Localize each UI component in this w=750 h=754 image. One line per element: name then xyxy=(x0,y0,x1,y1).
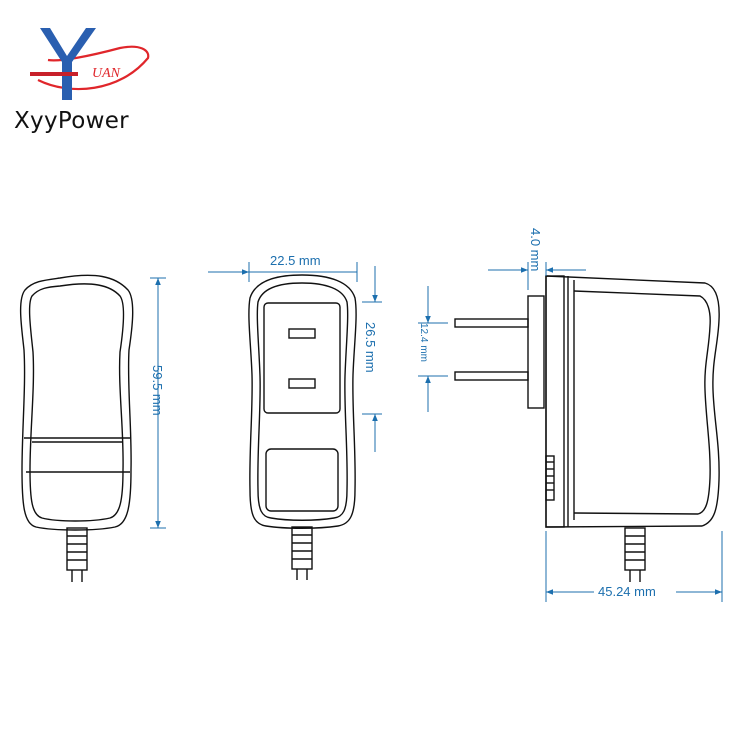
logo-swoosh xyxy=(37,45,150,91)
back-cable-strain-relief xyxy=(66,527,88,571)
dimension-label-height: 59.5 mm xyxy=(150,365,165,416)
back-body-outer xyxy=(19,274,134,531)
dimension-label-pin-region: 26.5 mm xyxy=(363,322,378,373)
front-body-outer xyxy=(248,274,357,529)
dimension-width: 22.5 mm xyxy=(208,253,358,282)
side-pin-bottom xyxy=(454,371,529,381)
front-pin-slot-bottom xyxy=(288,378,316,389)
side-view xyxy=(454,275,720,582)
dimension-label-pin-thickness: 4.0 mm xyxy=(528,228,543,271)
dimension-height: 59.5 mm xyxy=(150,277,166,529)
logo-red-bar xyxy=(30,72,78,76)
dimension-pin-thickness: 4.0 mm xyxy=(488,228,586,290)
logo-text: UAN xyxy=(92,66,121,81)
side-pin-top xyxy=(454,318,529,328)
dimension-label-depth: 45.24 mm xyxy=(598,584,656,599)
dimension-label-pin-spacing: 12.4 mm xyxy=(418,323,429,362)
logo-letter-y xyxy=(40,28,96,100)
brand-name: XyyPower xyxy=(14,108,129,134)
brand-logo: UAN xyxy=(30,28,150,100)
side-body-inner xyxy=(573,290,711,515)
dimension-depth: 45.24 mm xyxy=(545,531,723,602)
front-cable-strain-relief xyxy=(291,526,313,570)
back-view xyxy=(19,274,134,582)
side-faceplate xyxy=(545,275,565,528)
front-body-inner xyxy=(256,282,349,521)
front-pin-panel xyxy=(263,302,341,414)
side-vent xyxy=(545,455,555,501)
dimension-pin-spacing: 12.4 mm xyxy=(418,286,448,412)
side-pin-base xyxy=(527,295,545,409)
dimension-label-width: 22.5 mm xyxy=(270,253,321,268)
side-body-outer xyxy=(545,275,720,528)
front-label-area xyxy=(265,448,339,512)
front-pin-slot-top xyxy=(288,328,316,339)
back-body-inner xyxy=(28,283,125,522)
side-cable-strain-relief xyxy=(624,527,646,571)
front-view xyxy=(248,274,357,580)
dimension-pin-region: 26.5 mm xyxy=(362,266,382,452)
